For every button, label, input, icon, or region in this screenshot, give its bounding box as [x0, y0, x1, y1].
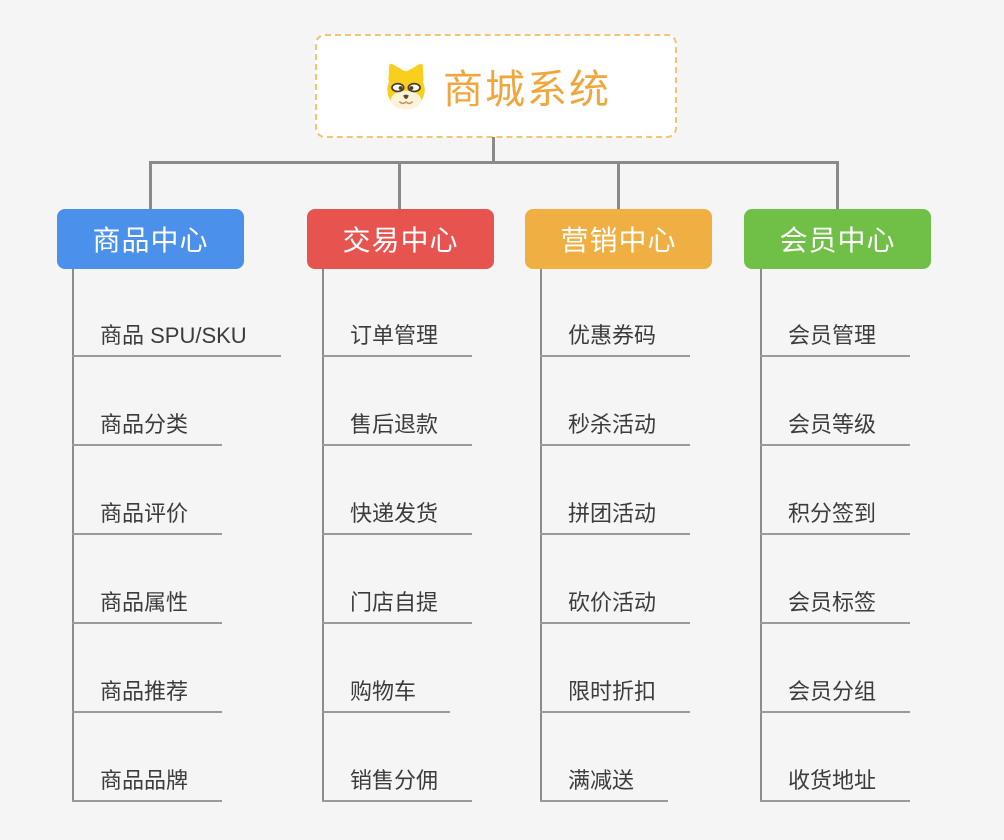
leaf-node[interactable]: 会员分组	[760, 673, 911, 713]
branch-trunk-line	[760, 269, 762, 801]
leaf-node[interactable]: 优惠券码	[540, 317, 691, 357]
root-title: 商城系统	[443, 68, 611, 112]
leaf-node[interactable]: 秒杀活动	[540, 406, 691, 446]
connector-root-stub	[492, 137, 495, 164]
branch-header-product[interactable]: 商品中心	[57, 209, 244, 269]
leaf-node[interactable]: 砍价活动	[540, 584, 691, 624]
branch-trunk-line	[540, 269, 542, 801]
leaf-node[interactable]: 满减送	[540, 762, 669, 802]
leaf-node[interactable]: 售后退款	[322, 406, 473, 446]
leaf-node[interactable]: 商品属性	[72, 584, 223, 624]
connector-drop-1	[149, 161, 152, 209]
leaf-node[interactable]: 商品分类	[72, 406, 223, 446]
dog-face-icon	[387, 63, 425, 110]
leaf-node[interactable]: 会员管理	[760, 317, 911, 357]
connector-bus	[149, 161, 839, 164]
leaf-node[interactable]: 购物车	[322, 673, 451, 713]
leaf-node[interactable]: 商品评价	[72, 495, 223, 535]
leaf-node[interactable]: 销售分佣	[322, 762, 473, 802]
leaf-node[interactable]: 订单管理	[322, 317, 473, 357]
leaf-node[interactable]: 商品推荐	[72, 673, 223, 713]
leaf-node[interactable]: 快递发货	[322, 495, 473, 535]
root-node[interactable]: 商城系统	[315, 34, 677, 138]
leaf-node[interactable]: 拼团活动	[540, 495, 691, 535]
branch-trunk-line	[322, 269, 324, 801]
connector-drop-2	[398, 161, 401, 209]
branch-trunk-line	[72, 269, 74, 801]
leaf-node[interactable]: 商品 SPU/SKU	[72, 317, 281, 357]
connector-drop-4	[836, 161, 839, 209]
leaf-node[interactable]: 积分签到	[760, 495, 911, 535]
leaf-node[interactable]: 会员等级	[760, 406, 911, 446]
leaf-node[interactable]: 商品品牌	[72, 762, 223, 802]
leaf-node[interactable]: 门店自提	[322, 584, 473, 624]
branch-header-member[interactable]: 会员中心	[744, 209, 931, 269]
connector-drop-3	[617, 161, 620, 209]
leaf-node[interactable]: 收货地址	[760, 762, 911, 802]
branch-header-trade[interactable]: 交易中心	[307, 209, 494, 269]
leaf-node[interactable]: 会员标签	[760, 584, 911, 624]
branch-header-marketing[interactable]: 营销中心	[525, 209, 712, 269]
leaf-node[interactable]: 限时折扣	[540, 673, 691, 713]
